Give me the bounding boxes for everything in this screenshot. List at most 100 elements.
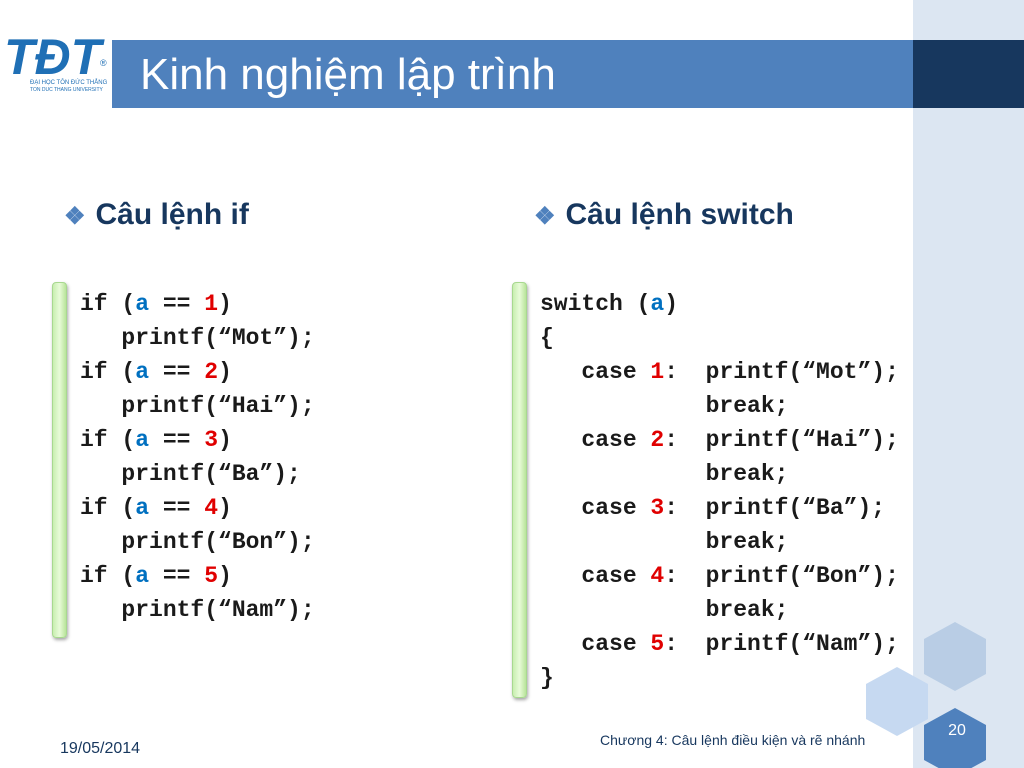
diamond-bullet-icon: ❖ [534,203,556,230]
if-code-line: if (a == 4) [80,491,315,525]
code-number: 3 [650,495,665,521]
code-text: printf(“Mot”); [80,325,315,351]
if-code-line: printf(“Nam”); [80,593,315,627]
code-text: { [540,325,554,351]
code-text: : printf(“Bon”); [664,563,899,589]
footer-chapter: Chương 4: Câu lệnh điều kiện và rẽ nhánh [600,732,866,748]
code-text: printf(“Nam”); [80,597,315,623]
code-text: == [149,563,205,589]
heading-if-text: Câu lệnh if [95,198,249,231]
code-variable: a [135,563,150,589]
code-text: case [540,631,651,657]
logo-subtitle-vn: ĐẠI HỌC TÔN ĐỨC THẮNG [30,78,108,86]
code-number: 2 [650,427,665,453]
code-text: case [540,427,651,453]
hexagon-shape [866,667,928,736]
if-code-line: printf(“Mot”); [80,321,315,355]
logo-subtitle-en: TON DUC THANG UNIVERSITY [30,87,104,93]
code-variable: a [135,291,150,317]
code-variable: a [135,427,150,453]
university-logo: TĐT ® ĐẠI HỌC TÔN ĐỨC THẮNG TON DUC THAN… [4,29,108,93]
if-code-line: if (a == 3) [80,423,315,457]
code-block-if: if (a == 1) printf(“Mot”);if (a == 2) pr… [80,287,315,627]
code-text: if ( [80,359,136,385]
if-code-line: printf(“Ba”); [80,457,315,491]
code-text: case [540,359,651,385]
switch-code-line: break; [540,457,899,491]
code-text: if ( [80,291,136,317]
code-text: ) [218,563,232,589]
switch-code-line: break; [540,593,899,627]
slide-title: Kinh nghiệm lập trình [140,50,556,99]
code-text: ) [218,291,232,317]
heading-switch-text: Câu lệnh switch [565,198,794,231]
hexagon-shape [924,622,986,691]
code-text: ) [664,291,679,317]
code-text: ) [218,359,232,385]
if-code-line: if (a == 5) [80,559,315,593]
code-text: ) [218,495,232,521]
code-number: 5 [204,563,219,589]
code-number: 1 [204,291,219,317]
if-code-line: printf(“Bon”); [80,525,315,559]
title-bar [112,40,913,108]
switch-code-line: } [540,661,899,695]
code-text: printf(“Bon”); [80,529,315,555]
code-text: == [149,291,205,317]
switch-code-line: case 4: printf(“Bon”); [540,559,899,593]
logo-registered-mark: ® [100,58,107,68]
code-text: == [149,359,205,385]
if-code-line: if (a == 2) [80,355,315,389]
code-number: 5 [650,631,665,657]
code-text: break; [540,393,789,419]
code-number: 3 [204,427,219,453]
code-text: switch ( [540,291,651,317]
code-number: 2 [204,359,219,385]
code-text: : printf(“Ba”); [664,495,886,521]
code-text: : printf(“Hai”); [664,427,899,453]
diamond-bullet-icon: ❖ [64,203,86,230]
switch-code-line: case 5: printf(“Nam”); [540,627,899,661]
code-accent-bar-left [52,282,67,638]
switch-code-line: break; [540,525,899,559]
code-number: 1 [650,359,665,385]
code-text: == [149,427,205,453]
if-code-line: printf(“Hai”); [80,389,315,423]
code-text: if ( [80,495,136,521]
code-text: printf(“Hai”); [80,393,315,419]
heading-if: ❖ Câu lệnh if [64,198,249,232]
code-accent-bar-right [512,282,527,698]
code-number: 4 [204,495,219,521]
logo-letters: TĐT [4,29,106,85]
switch-code-line: case 3: printf(“Ba”); [540,491,899,525]
code-variable: a [135,495,150,521]
code-text: == [149,495,205,521]
code-text: if ( [80,563,136,589]
switch-code-line: { [540,321,899,355]
code-block-switch: switch (a) { case 1: printf(“Mot”); break… [540,287,899,695]
title-bar-accent [913,40,1024,108]
code-text: if ( [80,427,136,453]
code-text: break; [540,461,789,487]
hexagon-shape [924,708,986,768]
code-text: break; [540,529,789,555]
code-text: : printf(“Mot”); [664,359,899,385]
heading-switch: ❖ Câu lệnh switch [534,198,794,232]
switch-code-line: switch (a) [540,287,899,321]
code-variable: a [650,291,665,317]
switch-code-line: case 2: printf(“Hai”); [540,423,899,457]
switch-code-line: case 1: printf(“Mot”); [540,355,899,389]
footer-date: 19/05/2014 [60,740,141,757]
code-number: 4 [650,563,665,589]
code-text: break; [540,597,789,623]
if-code-line: if (a == 1) [80,287,315,321]
code-text: case [540,495,651,521]
code-text: : printf(“Nam”); [664,631,899,657]
code-text: printf(“Ba”); [80,461,301,487]
code-text: ) [218,427,232,453]
code-variable: a [135,359,150,385]
code-text: case [540,563,651,589]
code-text: } [540,665,554,691]
switch-code-line: break; [540,389,899,423]
hexagon-decoration [866,622,986,768]
